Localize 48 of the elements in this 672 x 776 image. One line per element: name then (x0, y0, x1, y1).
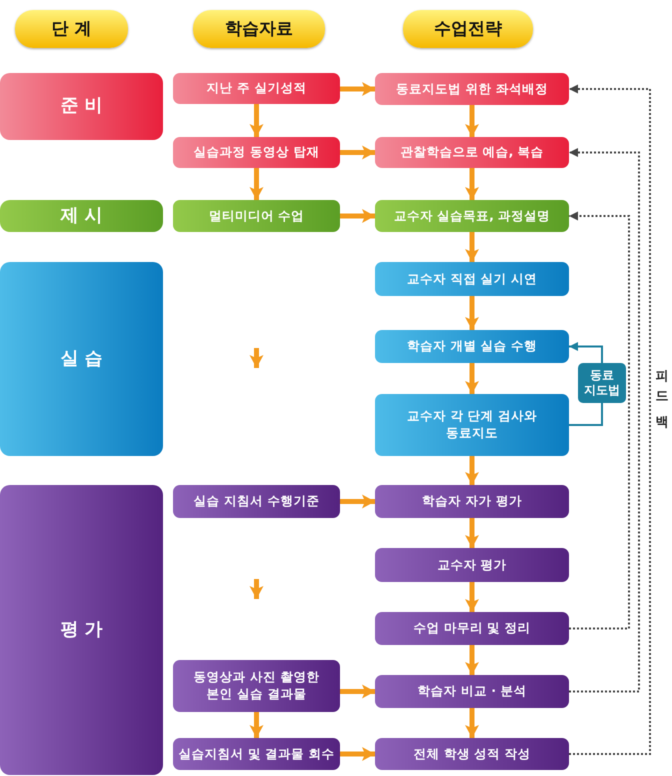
arrow (250, 712, 264, 738)
header-pill: 단 계 (15, 10, 128, 48)
arrow (250, 168, 264, 200)
strategy-box: 교수자 평가 (375, 548, 569, 582)
strategy-box: 교수자 직접 실기 시연 (375, 262, 569, 296)
arrow (340, 146, 375, 160)
arrow (340, 747, 375, 761)
feedback-arrow (569, 148, 640, 692)
arrow (340, 494, 375, 508)
stage-box: 제 시 (0, 200, 163, 232)
stage-box: 준 비 (0, 73, 163, 140)
strategy-box: 교수자 각 단계 검사와 동료지도 (375, 394, 569, 456)
edge-label: 동료 지도법 (578, 363, 626, 403)
arrow (465, 232, 479, 262)
material-box: 동영상과 사진 촬영한 본인 실습 결과물 (173, 660, 340, 712)
feedback-arrow (569, 84, 651, 755)
material-box: 실습 지침서 수행기준 (173, 485, 340, 518)
arrow (465, 708, 479, 738)
strategy-box: 수업 마무리 및 정리 (375, 612, 569, 645)
material-box: 실습지침서 및 결과물 회수 (173, 738, 340, 770)
arrow (465, 296, 479, 330)
arrow (465, 105, 479, 137)
arrow (340, 209, 375, 223)
header-pill: 수업전략 (403, 10, 533, 48)
arrow (465, 456, 479, 485)
material-box: 멀티미디어 수업 (173, 200, 340, 232)
strategy-box: 학습자 비교 · 분석 (375, 675, 569, 708)
strategy-box: 학습자 자가 평가 (375, 485, 569, 518)
stage-box: 실 습 (0, 262, 163, 456)
strategy-box: 교수자 실습목표, 과정설명 (375, 200, 569, 232)
arrow (465, 168, 479, 200)
strategy-box: 관찰학습으로 예습, 복습 (375, 137, 569, 168)
side-label: 피드백 (653, 360, 670, 429)
strategy-box: 동료지도법 위한 좌석배정 (375, 73, 569, 105)
feedback-arrow (569, 212, 630, 630)
arrow (465, 645, 479, 675)
strategy-box: 학습자 개별 실습 수행 (375, 330, 569, 363)
arrow (340, 82, 375, 96)
arrow (465, 363, 479, 394)
header-pill: 학습자료 (193, 10, 325, 48)
arrow (465, 518, 479, 548)
strategy-box: 전체 학생 성적 작성 (375, 738, 569, 770)
stage-box: 평 가 (0, 485, 163, 775)
material-box: 지난 주 실기성적 (173, 73, 340, 104)
arrow (465, 582, 479, 612)
material-box: 실습과정 동영상 탑재 (173, 137, 340, 168)
arrow (340, 684, 375, 698)
arrow (250, 104, 264, 137)
